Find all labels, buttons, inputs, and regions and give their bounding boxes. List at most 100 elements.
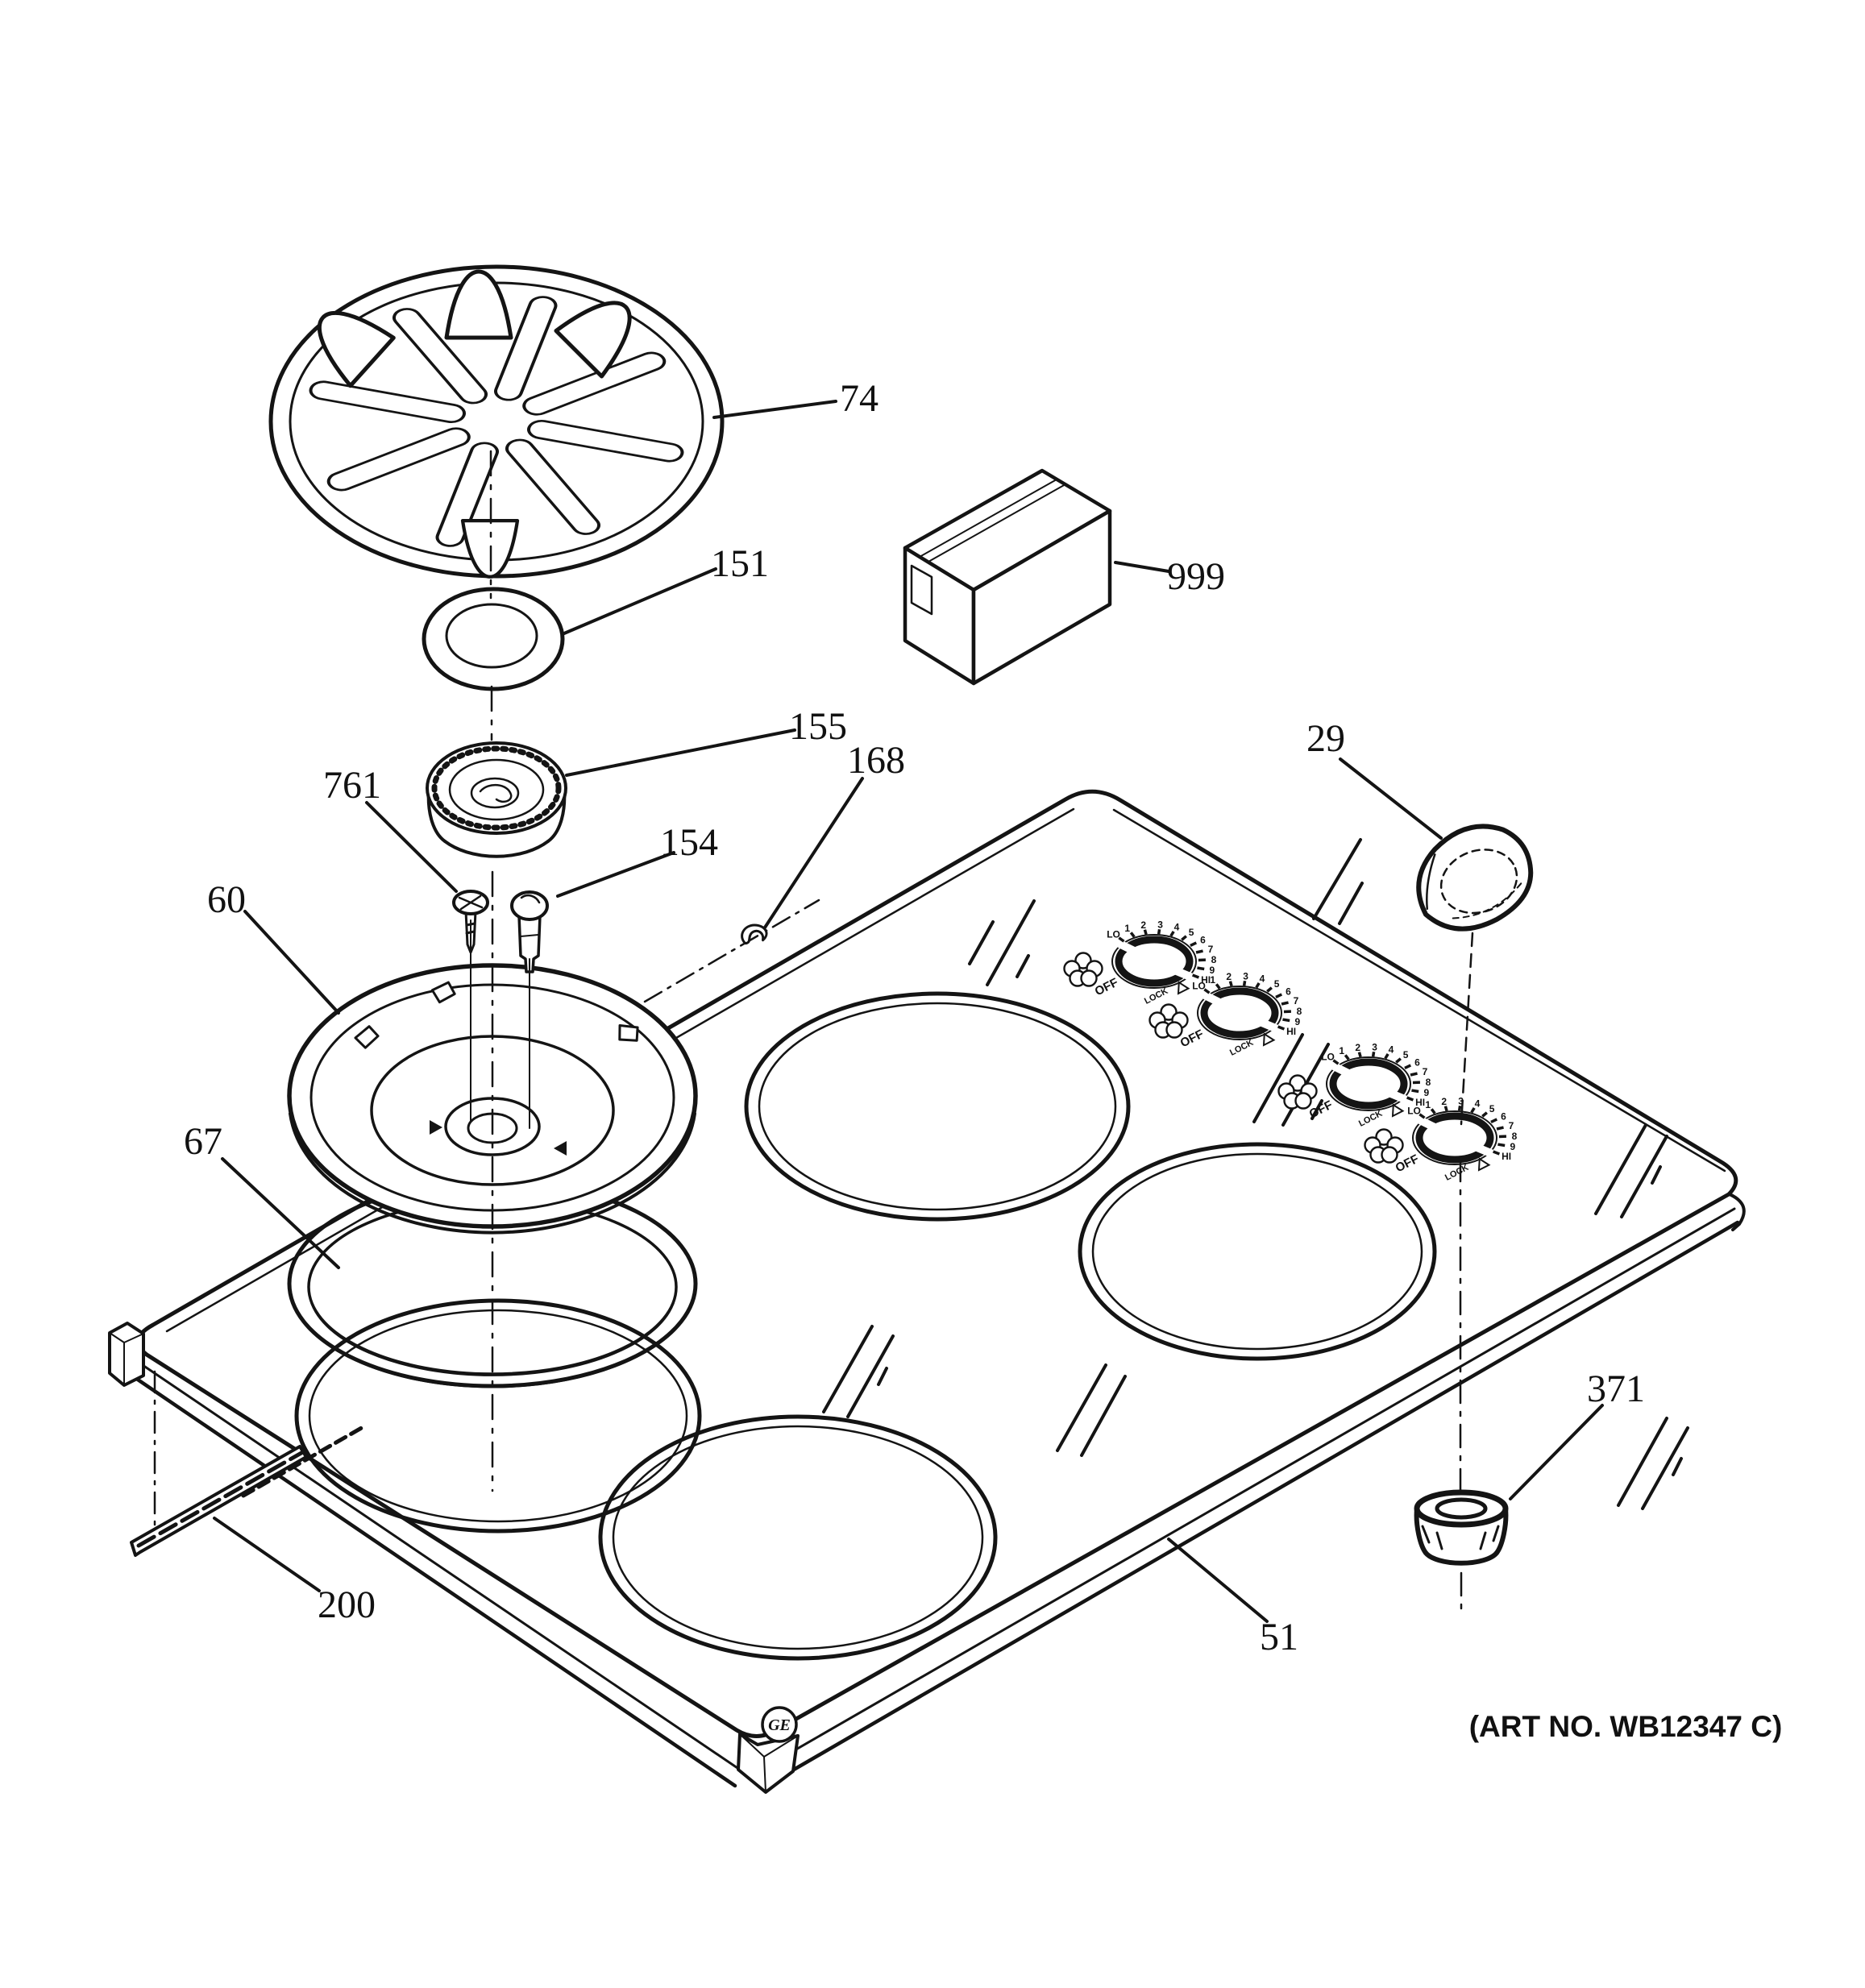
dial-scale-label: 5 [1274, 978, 1280, 990]
cooktop-glass-surface [108, 789, 1746, 1794]
dial-scale-label: 7 [1509, 1120, 1514, 1131]
grate-finger [444, 269, 513, 340]
simmer-flower-icon [1381, 1146, 1398, 1164]
burner-opening-front-center [598, 1414, 998, 1661]
dial-scale-label: 9 [1510, 1141, 1516, 1152]
fastener-drop-lines [470, 919, 530, 1129]
dial-scale-label: LO [1107, 928, 1120, 940]
callout-67: 67 [184, 1120, 222, 1163]
dial-scale-label: 4 [1475, 1098, 1481, 1109]
dial-scale-label: HI [1286, 1026, 1296, 1037]
callout-51: 51 [1260, 1616, 1298, 1658]
dial-scale-label: 7 [1294, 995, 1299, 1006]
dial-scale-label: 8 [1426, 1077, 1431, 1088]
dial-scale-label: 8 [1211, 954, 1217, 965]
callout-200: 200 [318, 1583, 376, 1626]
knob-stem-line [1460, 932, 1474, 1126]
burner-opening-left-front [294, 1298, 702, 1534]
bowl-index-arrow [554, 1141, 567, 1156]
dial-scale-label: 6 [1414, 1056, 1420, 1068]
art-number-text: (ART NO. WB12347 C) [1469, 1710, 1783, 1743]
bowl-index-arrow [430, 1120, 442, 1135]
clip-centerline [643, 899, 820, 1003]
callout-999: 999 [1167, 555, 1225, 598]
dial-scale-label: 4 [1174, 921, 1180, 932]
burner-opening-right [1078, 1142, 1437, 1361]
trim-strip [130, 1370, 367, 1557]
front-corner-cap [737, 1733, 800, 1794]
burner-opening-rear-center [744, 991, 1131, 1222]
callout-155: 155 [789, 705, 847, 748]
dial-scale-label: 1 [1339, 1045, 1344, 1056]
dial-scale-label: 3 [1458, 1095, 1464, 1106]
callout-60: 60 [207, 878, 246, 921]
burner-stack-centerline [489, 450, 494, 1492]
hold-down-clip [741, 923, 768, 945]
dial-scale-label: 8 [1297, 1006, 1302, 1017]
dial-scale-label: 8 [1512, 1131, 1518, 1142]
callout-leader-lines [213, 400, 1604, 1623]
dial-scale-label: 2 [1140, 919, 1146, 931]
simmer-flower-icon [1080, 969, 1098, 987]
dial-scale-label: 7 [1423, 1066, 1428, 1077]
dial-scale-label: 1 [1210, 974, 1215, 986]
dial-scale-label: HI [1415, 1097, 1425, 1108]
dial-scale-label: 2 [1355, 1042, 1360, 1053]
dial-scale-label: 6 [1200, 934, 1206, 945]
bowl-clip [354, 1025, 380, 1049]
burner-head [426, 741, 567, 858]
se-edge-band [782, 1207, 1736, 1758]
bowl-clip [430, 981, 456, 1004]
dial-scale-label: 3 [1243, 970, 1248, 982]
sw-edge-band [139, 1362, 741, 1771]
dial-scale-label: LO [1192, 980, 1206, 991]
screw [452, 890, 489, 954]
callout-151: 151 [711, 542, 769, 585]
dial-scale-label: 1 [1124, 923, 1130, 934]
simmer-flower-icon [1294, 1092, 1312, 1110]
dial-scale-label: 5 [1403, 1049, 1409, 1060]
callout-29: 29 [1306, 717, 1345, 760]
grommet-nut [1414, 1489, 1509, 1566]
dial-scale-label: 6 [1501, 1110, 1506, 1122]
dial-scale-label: 6 [1286, 986, 1291, 997]
dial-scale-label: 9 [1295, 1016, 1301, 1027]
grate-finger [317, 310, 396, 388]
ge-logo: GE [761, 1706, 798, 1743]
dial-scale-label: LO [1321, 1051, 1335, 1062]
simmer-flower-icon [1165, 1021, 1183, 1039]
lock-triangle-icon [1177, 981, 1190, 995]
dial-scale-label: LO [1407, 1105, 1421, 1116]
callout-371: 371 [1587, 1368, 1645, 1410]
dial-scale-label: 2 [1441, 1096, 1447, 1107]
burner-grate [268, 264, 725, 579]
lock-triangle-icon [1477, 1157, 1491, 1172]
right-corner-cap [1728, 1193, 1746, 1231]
dial-scale-label: HI [1201, 974, 1211, 986]
dial-scale-label: 3 [1372, 1041, 1377, 1052]
bowl-clip [618, 1024, 639, 1042]
dial-scale-label: 7 [1208, 944, 1214, 955]
dial-scale-label: 9 [1210, 965, 1215, 976]
dial-scale-label: 4 [1389, 1044, 1394, 1055]
callout-74: 74 [840, 377, 879, 420]
left-corner-cap [108, 1322, 145, 1387]
burner-cap [422, 587, 565, 691]
svg-text:GE: GE [768, 1716, 791, 1734]
dial-scale-label: 9 [1424, 1087, 1430, 1098]
lock-triangle-icon [1262, 1032, 1276, 1047]
dial-scale-label: 2 [1226, 971, 1232, 982]
grate-finger [554, 301, 632, 379]
shipping-box [903, 468, 1112, 686]
dial-scale-label: 1 [1425, 1099, 1431, 1110]
control-knob [1416, 824, 1534, 932]
dial-scale-label: HI [1502, 1151, 1511, 1162]
dial-scale-label: 5 [1489, 1103, 1495, 1114]
dial-scale-label: 5 [1189, 927, 1194, 938]
lock-triangle-icon [1391, 1103, 1405, 1118]
callout-168: 168 [847, 739, 905, 782]
